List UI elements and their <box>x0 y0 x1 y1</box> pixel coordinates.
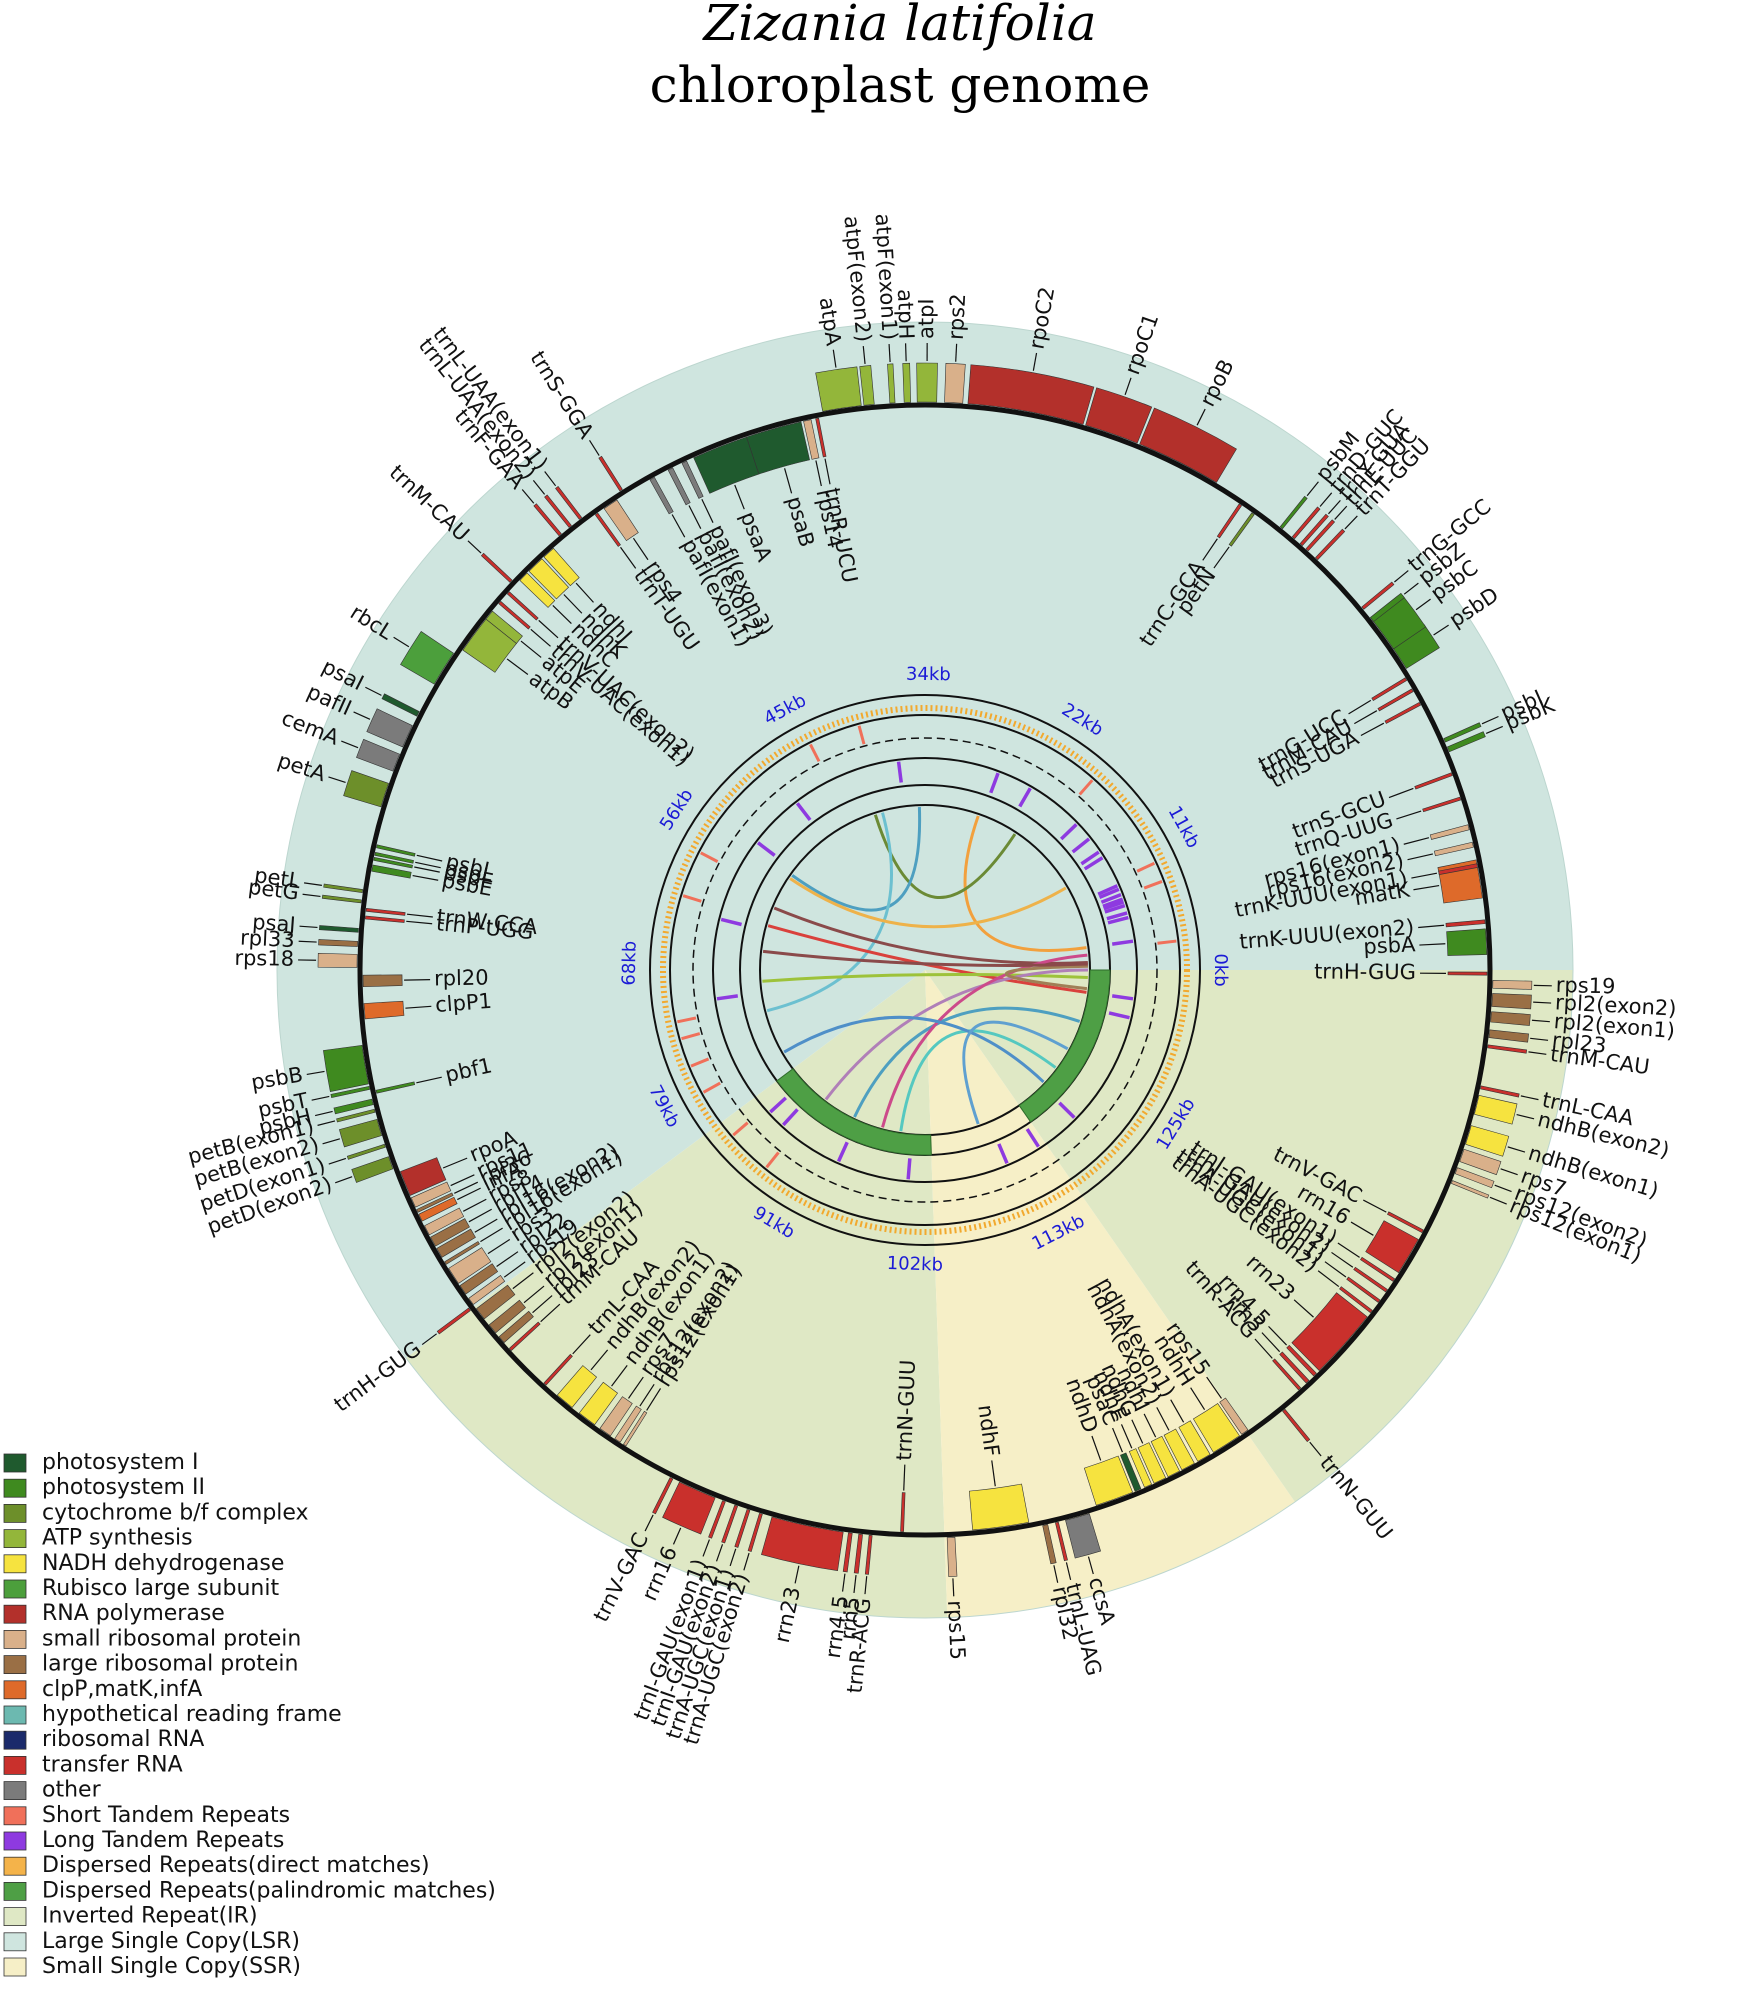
gene-label: trnN-GUU <box>892 1359 920 1461</box>
gene-block <box>816 367 862 411</box>
legend-label: Rubisco large subunit <box>42 1576 279 1601</box>
gene-block <box>947 1537 957 1576</box>
legend-label: photosystem I <box>42 1450 198 1475</box>
gene-leader <box>299 941 317 942</box>
gene-block <box>969 1484 1028 1530</box>
gene-label: rps19 <box>1556 973 1616 999</box>
legend-swatch <box>4 1681 26 1699</box>
legend-swatch <box>4 1454 26 1472</box>
gene-block <box>318 953 357 967</box>
kb-tick-label: 68kb <box>619 941 641 986</box>
legend-swatch <box>4 1908 26 1926</box>
legend-swatch <box>4 1782 26 1800</box>
legend-label: NADH dehydrogenase <box>42 1551 284 1576</box>
legend-swatch <box>4 1479 26 1497</box>
gene-label: atpF(exon1) <box>871 213 902 341</box>
gene-label: trnH-GUG <box>1314 959 1416 984</box>
gene-label: trnN-GUU <box>1315 1451 1397 1544</box>
gene-label: trnL-UAA(exon2) <box>414 334 541 485</box>
legend-swatch <box>4 1630 26 1648</box>
gene-leader <box>404 980 430 981</box>
legend-label: other <box>42 1778 102 1803</box>
kb-tick-label: 102kb <box>886 1253 943 1276</box>
gene-block <box>945 363 966 403</box>
gene-block <box>363 975 402 987</box>
legend-swatch <box>4 1933 26 1951</box>
legend-label: photosystem II <box>42 1475 205 1500</box>
long-tandem-repeat <box>908 1158 910 1179</box>
title-species: Zizania latifolia <box>701 0 1096 52</box>
legend-label: Short Tandem Repeats <box>42 1803 290 1828</box>
gene-label: atpF(exon2) <box>839 215 875 343</box>
legend-swatch <box>4 1605 26 1623</box>
gene-block <box>903 363 911 402</box>
gene-block <box>364 1001 404 1019</box>
legend-swatch <box>4 1706 26 1724</box>
gene-block <box>1447 929 1487 956</box>
gene-leader <box>953 1578 954 1596</box>
legend-swatch <box>4 1731 26 1749</box>
gene-label: clpP1 <box>434 989 492 1017</box>
legend-label: transfer RNA <box>42 1752 183 1777</box>
gene-label: trnV-GAC <box>589 1529 653 1626</box>
gene-label: rpl20 <box>434 966 489 991</box>
legend-label: ribosomal RNA <box>42 1727 204 1752</box>
kb-tick-label: 34kb <box>906 664 951 686</box>
legend-label: ATP synthesis <box>42 1526 193 1551</box>
gene-label: petG <box>247 875 300 905</box>
gene-block <box>1492 993 1532 1009</box>
gene-label: trnM-CAU <box>385 460 474 546</box>
gene-block <box>1448 972 1487 975</box>
kb-tick-label: 0kb <box>1210 953 1231 986</box>
title-subtitle: chloroplast genome <box>650 56 1151 114</box>
legend-label: Inverted Repeat(IR) <box>42 1904 258 1929</box>
gene-label: rps15 <box>943 1600 970 1661</box>
legend-label: small ribosomal protein <box>42 1626 301 1651</box>
gene-label: rps2 <box>944 293 970 340</box>
legend-label: cytochrome b/f complex <box>42 1500 309 1525</box>
legend-label: Large Single Copy(LSR) <box>42 1929 300 1954</box>
gene-label: rps18 <box>234 946 294 971</box>
legend-swatch <box>4 1555 26 1573</box>
legend-label: clpP,matK,infA <box>42 1677 202 1702</box>
legend-label: Dispersed Repeats(palindromic matches) <box>42 1878 496 1903</box>
legend-label: large ribosomal protein <box>42 1652 298 1677</box>
legend-swatch <box>4 1958 26 1976</box>
gene-block <box>323 1045 368 1091</box>
legend-swatch <box>4 1807 26 1825</box>
legend-label: Long Tandem Repeats <box>42 1828 284 1853</box>
legend-label: Dispersed Repeats(direct matches) <box>42 1853 430 1878</box>
gene-leader <box>906 343 907 361</box>
legend-label: RNA polymerase <box>42 1601 225 1626</box>
legend-swatch <box>4 1530 26 1548</box>
gene-block <box>917 363 938 402</box>
legend-swatch <box>4 1882 26 1900</box>
legend-label: Small Single Copy(SSR) <box>42 1954 301 1979</box>
gene-label: trnH-GUG <box>330 1337 426 1417</box>
legend-swatch <box>4 1656 26 1674</box>
legend-swatch <box>4 1756 26 1774</box>
gene-label: trnS-GGA <box>525 347 598 444</box>
legend-swatch <box>4 1580 26 1598</box>
legend-swatch <box>4 1504 26 1522</box>
gene-block <box>1493 980 1532 989</box>
legend-swatch <box>4 1857 26 1875</box>
legend-swatch <box>4 1832 26 1850</box>
legend-label: hypothetical reading frame <box>42 1702 342 1727</box>
